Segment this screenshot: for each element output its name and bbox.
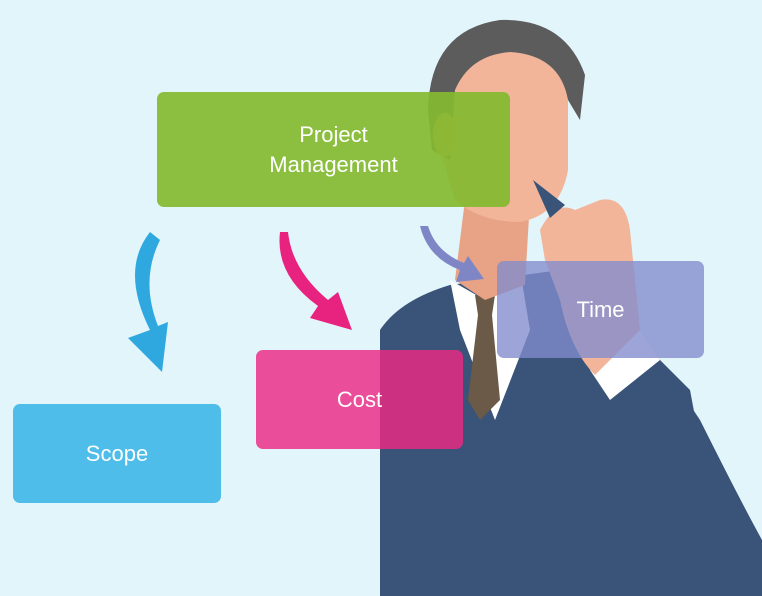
hair xyxy=(428,19,585,160)
node-time: Time xyxy=(497,261,704,358)
node-label-cost: Cost xyxy=(336,386,383,412)
node-label-time: Time xyxy=(576,296,625,322)
node-label-project-management: Project Management xyxy=(269,121,398,177)
necktie xyxy=(468,295,500,420)
node-label-scope: Scope xyxy=(85,440,149,466)
pointing-finger xyxy=(533,180,565,218)
arrow-to-scope xyxy=(128,232,168,372)
node-scope: Scope xyxy=(13,404,221,503)
node-cost: Cost xyxy=(256,350,463,449)
arrow-to-time xyxy=(420,226,484,282)
node-project-management: Project Management xyxy=(157,92,510,207)
arrows xyxy=(128,226,484,372)
arrow-to-cost xyxy=(279,232,352,330)
